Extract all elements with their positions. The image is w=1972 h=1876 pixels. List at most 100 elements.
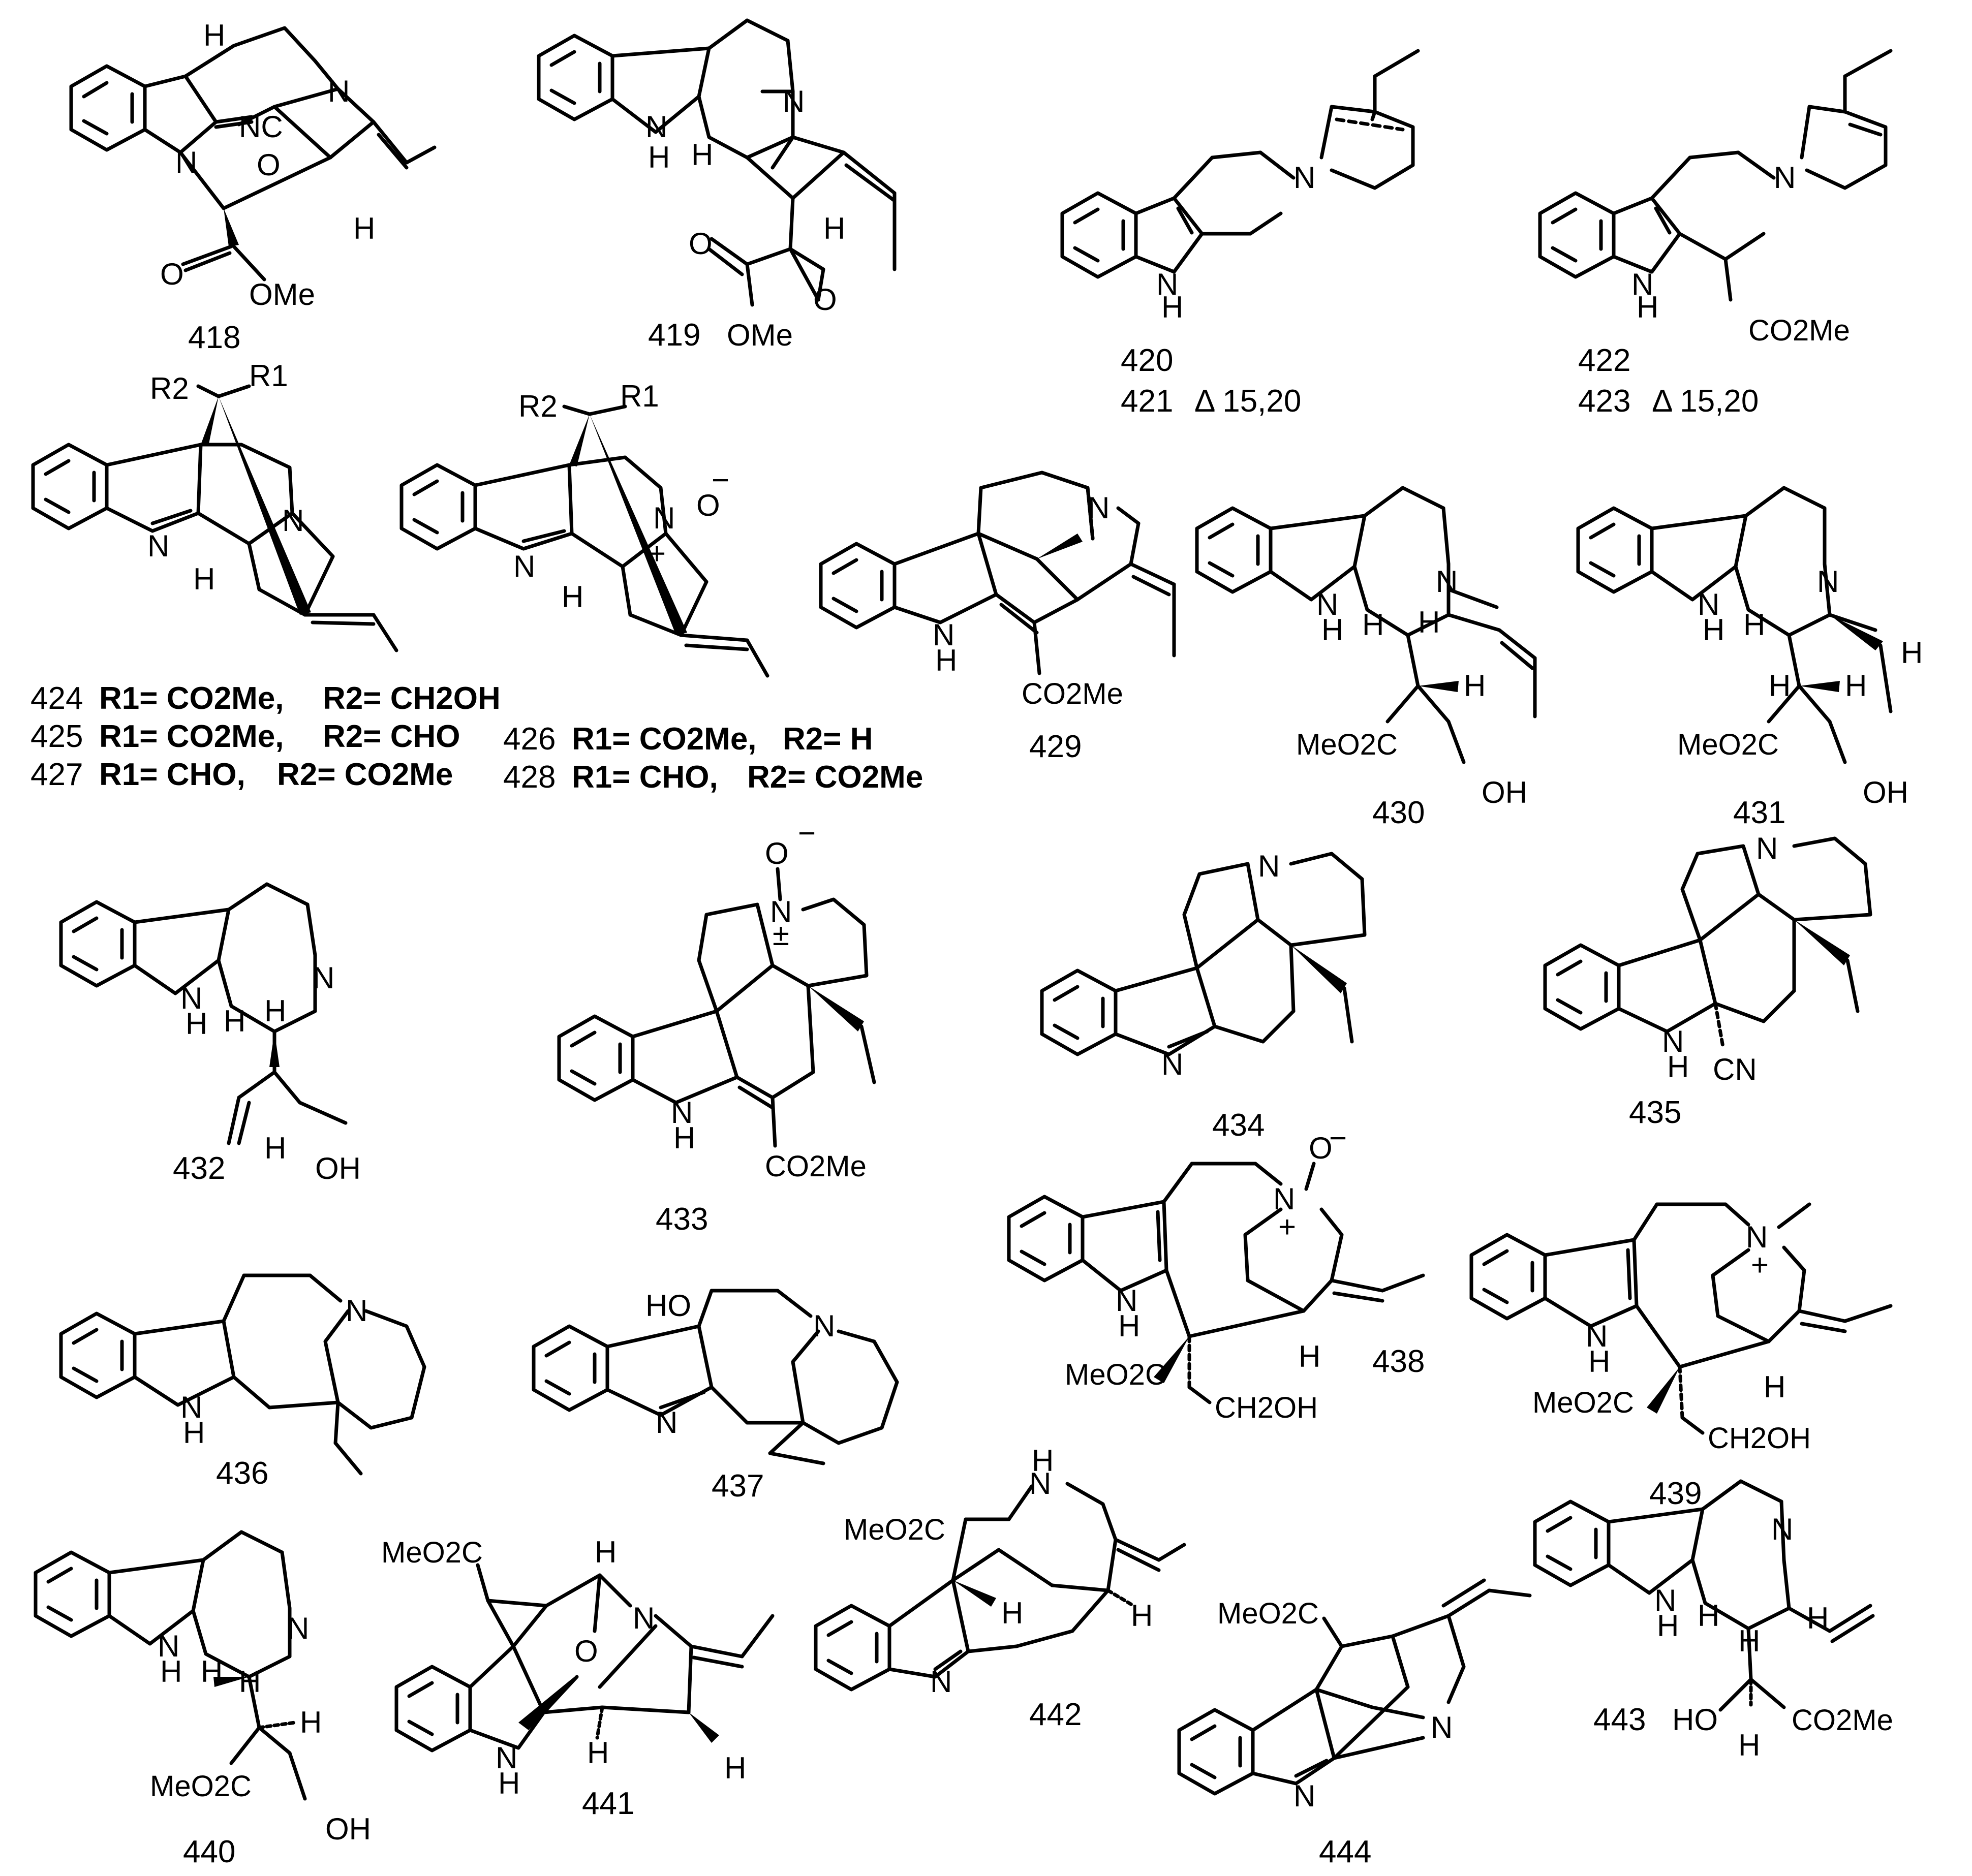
nh-h-label: H xyxy=(1637,290,1658,324)
oh-label: OH xyxy=(315,1151,361,1185)
h-label: H xyxy=(224,1004,245,1038)
nh-h-label: H xyxy=(1667,1050,1689,1084)
o-label: O xyxy=(257,148,281,182)
h-label: H xyxy=(1738,1624,1760,1658)
h-label: H xyxy=(1738,1728,1760,1762)
structure-439: N + N H H MeO2C CH2OH 439 xyxy=(1469,1202,1893,1511)
compound-number-434: 434 xyxy=(1212,1108,1265,1143)
compound-number-442: 442 xyxy=(1029,1697,1082,1732)
compound-number-430: 430 xyxy=(1372,795,1425,830)
nh-label: N xyxy=(1586,1319,1608,1353)
n-label: N xyxy=(1088,491,1110,525)
ch2oh-label: CH2OH xyxy=(1708,1422,1811,1455)
o-label: O xyxy=(813,283,837,317)
h-label: H xyxy=(1418,605,1440,639)
ho-label: HO xyxy=(645,1289,691,1323)
compound-number-437: 437 xyxy=(712,1468,764,1504)
meo2c-label: MeO2C xyxy=(381,1536,483,1569)
n-label: N xyxy=(1293,1779,1315,1813)
n-label: N xyxy=(346,1294,367,1328)
h-label: H xyxy=(239,1665,261,1699)
h-label: H xyxy=(1845,669,1867,703)
plus-charge: + xyxy=(1278,1210,1296,1244)
nh-h-label: H xyxy=(1161,290,1183,324)
delta-note-421: Δ 15,20 xyxy=(1194,384,1301,419)
oh-label: OH xyxy=(325,1812,371,1846)
n-label: N xyxy=(1431,1710,1453,1744)
compound-number-436: 436 xyxy=(216,1456,268,1491)
structure-418: H N NC N O H O OMe 418 xyxy=(69,18,437,355)
compound-number-443: 443 xyxy=(1593,1702,1646,1737)
n-label: N xyxy=(513,549,535,583)
co2me-label: CO2Me xyxy=(1022,677,1123,710)
nh-h-label: H xyxy=(186,1007,207,1041)
n-label: N xyxy=(147,529,169,563)
nh-label: N xyxy=(1316,587,1338,621)
h-label: H xyxy=(193,562,215,596)
compound-number-432: 432 xyxy=(173,1151,225,1186)
structure-429: N N H CO2Me 429 xyxy=(819,471,1176,764)
compound-number-426: 426 xyxy=(503,722,556,757)
nh-h-label: H xyxy=(1657,1609,1679,1643)
compound-number-418: 418 xyxy=(188,320,240,355)
n-label: N xyxy=(328,74,350,108)
structure-419: N H H N H O O OMe 419 xyxy=(537,18,897,353)
h-label: H xyxy=(691,138,713,172)
plusminus-charge: ± xyxy=(773,918,789,952)
r1-value-424: R1= CO2Me, xyxy=(99,681,284,716)
compound-number-423: 423 xyxy=(1578,384,1630,419)
plus-charge: + xyxy=(1751,1248,1769,1282)
structure-443: N N H H H H HO CO2Me H 443 xyxy=(1533,1479,1893,1762)
ho-label: HO xyxy=(1672,1703,1718,1737)
minus-charge: − xyxy=(798,816,816,850)
n-label: N xyxy=(1258,849,1280,883)
n-label: N xyxy=(1756,831,1778,865)
nh-h-label: H xyxy=(1032,1444,1054,1478)
compound-number-424: 424 xyxy=(30,681,83,716)
structure-438: O − N + N H H MeO2C CH2OH 438 xyxy=(1007,1121,1425,1424)
compound-number-433: 433 xyxy=(656,1202,708,1237)
meo2c-label: MeO2C xyxy=(150,1770,252,1803)
compound-number-419: 419 xyxy=(648,318,700,353)
h-label: H xyxy=(1464,669,1486,703)
nh-h-label: H xyxy=(648,140,670,174)
n-label: N xyxy=(1436,565,1458,599)
structure-437: HO N N 437 xyxy=(532,1289,899,1504)
nh-h-label: H xyxy=(498,1766,520,1800)
compound-number-429: 429 xyxy=(1029,729,1082,764)
structure-431: N N H H H H H MeO2C OH 431 xyxy=(1576,486,1923,830)
compound-number-421: 421 xyxy=(1121,384,1173,419)
nh-h-label: H xyxy=(1321,613,1343,647)
r2-value-427: R2= CO2Me xyxy=(277,757,453,792)
structure-426-428: R2 R1 N O − + N H 426 R1= CO2Me, R2= H 4… xyxy=(399,379,923,795)
meo2c-label: MeO2C xyxy=(1217,1597,1319,1630)
compound-number-427: 427 xyxy=(30,757,83,792)
structure-433: O − N ± N H CO2Me 433 xyxy=(557,816,876,1237)
structure-435: N N H CN 435 xyxy=(1543,831,1872,1130)
h-label: H xyxy=(1901,636,1923,670)
n-label: N xyxy=(313,961,334,995)
o-label: O xyxy=(574,1634,598,1668)
n-label: N xyxy=(770,895,792,929)
h-label: H xyxy=(300,1705,322,1739)
nh-label: N xyxy=(1698,587,1719,621)
minus-charge: − xyxy=(712,463,729,497)
h-label: H xyxy=(353,211,375,245)
compound-number-444: 444 xyxy=(1319,1834,1371,1869)
compound-number-439: 439 xyxy=(1649,1476,1702,1511)
n-label: N xyxy=(1817,565,1839,599)
h-label: H xyxy=(587,1736,609,1770)
oh-label: OH xyxy=(1482,775,1527,809)
n-label: N xyxy=(656,1405,677,1440)
structure-444: MeO2C N N 444 xyxy=(1177,1578,1532,1869)
r1-label: R1 xyxy=(620,379,659,413)
h-label: H xyxy=(1769,669,1791,703)
n-label: N xyxy=(930,1665,952,1699)
nh-label: N xyxy=(180,981,202,1015)
nh-label: N xyxy=(1116,1284,1137,1318)
n-label: N xyxy=(1771,1512,1793,1546)
n-label: N xyxy=(287,1611,309,1645)
co2me-label: CO2Me xyxy=(1748,314,1850,347)
delta-note-423: Δ 15,20 xyxy=(1652,384,1759,419)
r1-value-425: R1= CO2Me, xyxy=(99,719,284,754)
